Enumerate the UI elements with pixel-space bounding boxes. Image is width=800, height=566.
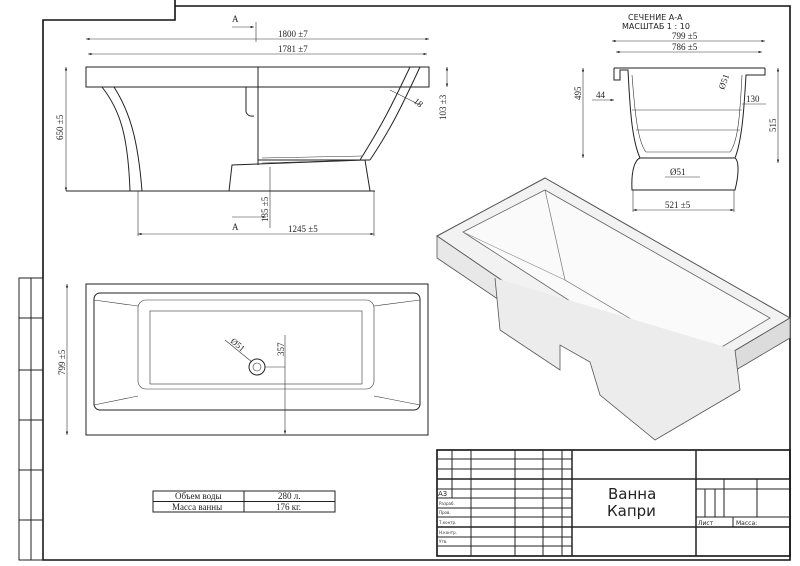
section-title: СЕЧЕНИЕ А-А bbox=[628, 13, 683, 22]
section-marker-bottom: A bbox=[232, 222, 239, 232]
section-dim-130: 130 bbox=[746, 94, 760, 104]
section-dim-inner-width: 786 ±5 bbox=[672, 42, 698, 52]
title-block: A3 Разраб. Пров. Т.контр. Н.контр. Утв. … bbox=[436, 449, 791, 557]
section-view: СЕЧЕНИЕ А-А МАСШТАБ 1 : 10 799 ±5 786 ±5… bbox=[573, 13, 780, 212]
section-dim-515: 515 bbox=[768, 118, 778, 132]
spec-value-mass: 176 кг. bbox=[276, 502, 301, 512]
section-marker-top: A bbox=[232, 14, 239, 24]
front-view: A 1800 ±7 1781 ±7 650 ±5 103 ±3 18 A 135… bbox=[55, 14, 449, 236]
spec-table: Объем воды 280 л. Масса ванны 176 кг. bbox=[152, 490, 336, 513]
role-norm-control: Н.контр. bbox=[439, 530, 457, 535]
section-dim-51-bottom: Ø51 bbox=[670, 167, 686, 177]
mass-label: Масса: bbox=[736, 520, 757, 527]
role-approved: Утв. bbox=[439, 539, 447, 544]
dim-rim-height: 103 ±3 bbox=[438, 94, 448, 120]
dim-base-height: 135 ±5 bbox=[260, 196, 270, 222]
section-dim-width: 799 ±5 bbox=[672, 31, 698, 41]
section-dim-44: 44 bbox=[596, 90, 606, 100]
sheet-label: Лист bbox=[698, 520, 714, 527]
spec-value-volume: 280 л. bbox=[278, 491, 301, 501]
spec-label-mass: Масса ванны bbox=[172, 502, 222, 512]
plan-dim-width: 799 ±5 bbox=[57, 349, 67, 375]
dim-height: 650 ±5 bbox=[55, 114, 65, 140]
plan-dim-357: 357 bbox=[276, 342, 286, 356]
dim-base-length: 1245 ±5 bbox=[288, 224, 318, 234]
format-label: A3 bbox=[438, 490, 447, 498]
section-dim-depth: 495 bbox=[573, 86, 583, 100]
section-scale: МАСШТАБ 1 : 10 bbox=[622, 22, 690, 31]
dim-total-length: 1800 ±7 bbox=[278, 29, 308, 39]
role-developer: Разраб. bbox=[439, 501, 455, 506]
role-checker: Пров. bbox=[439, 510, 451, 515]
drawing-title-line2: Капри bbox=[607, 502, 656, 520]
section-dim-51-top: Ø51 bbox=[716, 73, 731, 91]
drawing-title-line1: Ванна bbox=[608, 485, 656, 503]
section-dim-base-width: 521 ±5 bbox=[665, 200, 691, 210]
spec-label-volume: Объем воды bbox=[175, 491, 222, 501]
role-tech-control: Т.контр. bbox=[438, 520, 456, 525]
isometric-view bbox=[436, 177, 791, 441]
dim-inner-length: 1781 ±7 bbox=[278, 44, 308, 54]
